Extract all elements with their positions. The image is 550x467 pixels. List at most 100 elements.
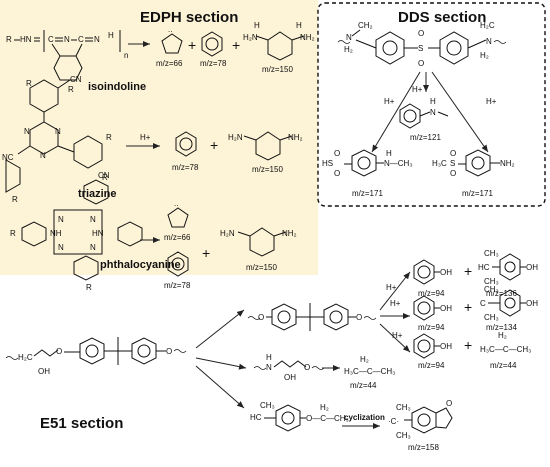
svg-text:H₂: H₂ xyxy=(480,51,489,60)
svg-text:N: N xyxy=(58,243,64,252)
svg-text:CH₃: CH₃ xyxy=(484,313,499,322)
dds-section-title: DDS section xyxy=(398,9,486,26)
svg-text:n: n xyxy=(124,51,128,60)
svg-text:+: + xyxy=(464,263,472,279)
phenol-mz-3: m/z=94 xyxy=(418,361,445,370)
svg-text:O: O xyxy=(418,59,424,68)
bisphenol-intermediate: O O xyxy=(247,303,377,331)
svg-text:CH₃: CH₃ xyxy=(396,431,411,440)
e51-arrow-middle xyxy=(195,357,247,370)
e51-h-plus-1: H+ xyxy=(386,283,397,292)
svg-text:N: N xyxy=(64,35,70,44)
dds-arrow-right xyxy=(431,71,489,153)
svg-text:NC: NC xyxy=(2,153,14,162)
svg-text:S: S xyxy=(450,159,455,168)
svg-text:H: H xyxy=(266,353,272,362)
dds-h-plus-3: H+ xyxy=(486,97,497,106)
svg-text:N: N xyxy=(346,33,352,42)
svg-text:H₂: H₂ xyxy=(498,331,507,340)
svg-text:HC: HC xyxy=(478,263,490,272)
svg-text:OH: OH xyxy=(526,263,538,272)
diamine-mz-1: m/z=150 xyxy=(262,65,293,74)
svg-text:H₃C—C—CH₃: H₃C—C—CH₃ xyxy=(344,367,395,376)
svg-text:O: O xyxy=(356,313,362,322)
svg-text:HN: HN xyxy=(92,229,104,238)
dds-arrow-left xyxy=(371,71,421,153)
dds-box xyxy=(317,2,546,207)
isopropenylphenol-mz: m/z=134 xyxy=(486,323,517,332)
svg-text:O: O xyxy=(334,149,340,158)
svg-text:OH: OH xyxy=(284,373,296,382)
svg-text:NH₂: NH₂ xyxy=(500,159,515,168)
svg-text:R: R xyxy=(86,283,92,292)
pyrrole-product-1: .. xyxy=(161,25,183,54)
diamine-product-1: H H H₂N NH₂ xyxy=(243,21,315,61)
e51-h-plus-3: H+ xyxy=(392,331,403,340)
svg-text:CH₃: CH₃ xyxy=(484,277,499,286)
phenol-product-1: OH xyxy=(413,259,452,285)
svg-text:..: .. xyxy=(174,199,178,208)
svg-text:R: R xyxy=(12,195,18,204)
svg-text:N: N xyxy=(430,108,436,117)
svg-text:R: R xyxy=(68,85,74,94)
propane-product: H₂ H₃C—C—CH₃ xyxy=(480,331,531,354)
e51-arrow-lower xyxy=(195,365,245,409)
svg-text:N: N xyxy=(90,215,96,224)
svg-text:CH₃: CH₃ xyxy=(260,401,275,410)
isoindoline-structure: R HN C N C N H n R xyxy=(6,30,128,94)
benzene-product-1 xyxy=(201,31,223,57)
svg-text:O: O xyxy=(450,169,456,178)
ethoxy-intermediate: CH₃ HC O—C—CH₃ H₂ xyxy=(250,401,349,432)
svg-text:R: R xyxy=(102,173,108,182)
dds-h-plus-1: H+ xyxy=(384,97,395,106)
e51-structure: H₂C OH O O xyxy=(5,337,187,376)
svg-text:NH: NH xyxy=(50,229,62,238)
svg-text:H₂: H₂ xyxy=(344,45,353,54)
svg-text:NH₂: NH₂ xyxy=(300,33,315,42)
svg-text:O—C—CH₃: O—C—CH₃ xyxy=(306,414,349,423)
svg-text:OH: OH xyxy=(38,367,50,376)
pyrrole-mz-2: m/z=66 xyxy=(164,233,191,242)
benzene-mz-2: m/z=78 xyxy=(172,163,199,172)
svg-text:R: R xyxy=(6,35,12,44)
svg-text:OH: OH xyxy=(526,299,538,308)
svg-text:·C·: ·C· xyxy=(388,417,399,426)
svg-text:H: H xyxy=(254,21,260,30)
svg-text:O: O xyxy=(334,169,340,178)
phenol-product-3: OH xyxy=(413,333,452,359)
svg-text:OH: OH xyxy=(440,268,452,277)
benzene-mz-1: m/z=78 xyxy=(200,59,227,68)
benzene-product-2 xyxy=(175,131,197,157)
e51-section-title: E51 section xyxy=(40,415,123,432)
sulfone-right-product: H₃C S O O NH₂ xyxy=(432,149,515,178)
diamine-mz-3: m/z=150 xyxy=(246,263,277,272)
diamine-product-2: H₂N NH₂ xyxy=(228,131,303,161)
phenol-mz-2: m/z=94 xyxy=(418,323,445,332)
svg-text:H₂: H₂ xyxy=(320,403,329,412)
svg-text:S: S xyxy=(418,44,423,53)
svg-text:HS: HS xyxy=(322,159,333,168)
propane-mz: m/z=44 xyxy=(490,361,517,370)
triazine-structure: R CN N N N R CN NC R xyxy=(2,75,112,204)
diamine-product-3: H₂N NH₂ xyxy=(220,227,297,257)
svg-text:+: + xyxy=(210,137,218,153)
svg-text:H₂C: H₂C xyxy=(480,21,495,30)
svg-text:R: R xyxy=(26,79,32,88)
dds-h-plus-2: H+ xyxy=(412,85,423,94)
svg-text:N: N xyxy=(266,363,272,372)
benzofuran-product: CH₃ ·C· CH₃ O xyxy=(388,399,453,440)
svg-text:H: H xyxy=(386,149,392,158)
e51-branch-arrow-1 xyxy=(379,271,411,311)
triazine-h-plus: H+ xyxy=(140,133,151,142)
ethane-product: H₂ H₃C—C—CH₃ xyxy=(344,355,395,376)
svg-text:HC: HC xyxy=(250,413,262,422)
svg-text:N: N xyxy=(55,127,61,136)
svg-text:N: N xyxy=(40,151,46,160)
svg-text:CN: CN xyxy=(70,75,82,84)
phthalocyanine-label: phthalocyanine xyxy=(100,259,181,271)
dimethylaniline-mz: m/z=121 xyxy=(410,133,441,142)
dimethylaniline-product: N H xyxy=(399,97,449,129)
svg-text:O: O xyxy=(418,29,424,38)
cyclization-label: cyclization xyxy=(344,413,385,422)
e51-arrow-upper xyxy=(195,309,245,349)
